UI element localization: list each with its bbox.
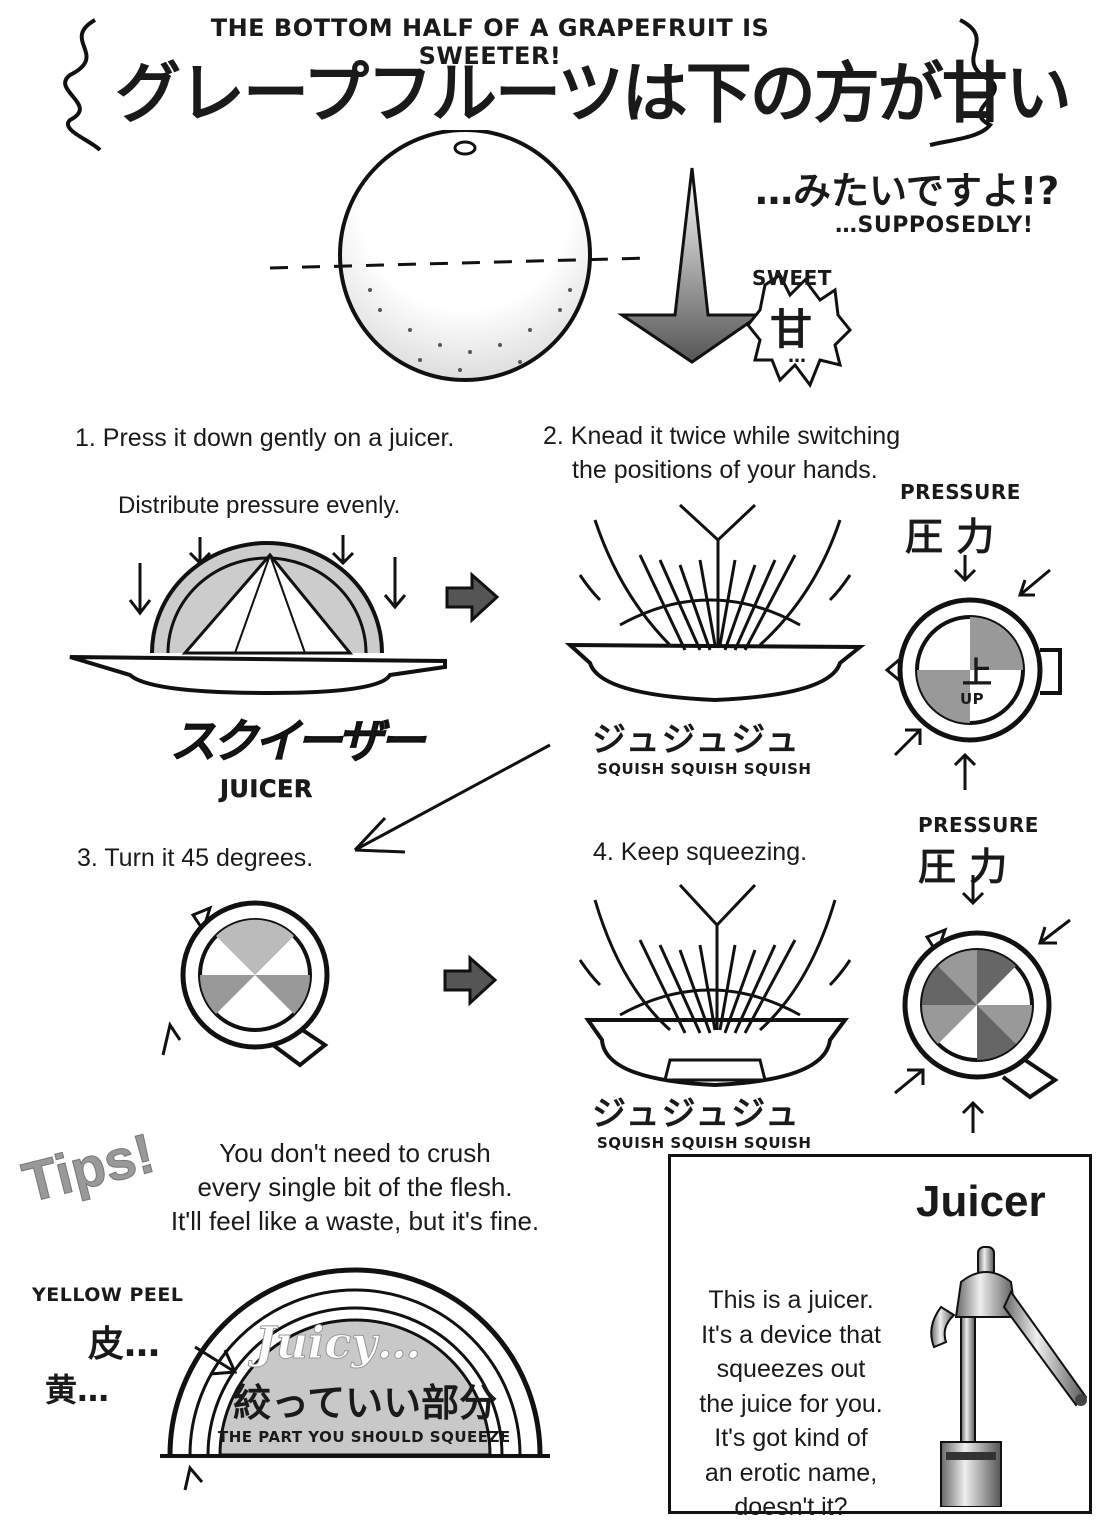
tips-text: You don't need to crush every single bit…	[130, 1136, 580, 1238]
peel-kanji: 皮…	[88, 1324, 161, 1365]
pressure-kanji-2: 圧 力	[918, 845, 1008, 889]
juicer-box-line: doesn't it?	[734, 1493, 848, 1521]
squish-japanese-1: ジュジュジュ	[592, 720, 801, 760]
english-title: THE BOTTOM HALF OF A GRAPEFRUIT IS SWEET…	[210, 14, 770, 70]
pressure-label-1: PRESSURE	[900, 480, 1021, 504]
squeeze-english: THE PART YOU SHOULD SQUEEZE	[218, 1428, 511, 1446]
juicy-label: Juicy…	[255, 1318, 422, 1370]
juicer-box-line: This is a juicer.	[708, 1286, 874, 1314]
down-arrow-icon	[617, 167, 765, 364]
juicer-box-line: an erotic name,	[704, 1458, 878, 1487]
juicer-press-illustration	[69, 535, 447, 696]
rotation-dial-1	[884, 555, 1062, 790]
sweet-dots: …	[788, 346, 806, 367]
juicer-sfx-japanese: スクイーザー	[169, 714, 425, 769]
english-aside: …SUPPOSEDLY!	[835, 213, 1034, 238]
step-3-label: 3. Turn it 45 degrees.	[77, 844, 314, 872]
sweet-kanji: 甘	[770, 305, 813, 354]
step-2-label-line2: the positions of your hands.	[572, 456, 878, 484]
juicer-sfx-english: JUICER	[220, 775, 313, 804]
pressure-label-2: PRESSURE	[918, 813, 1039, 837]
sweet-burst	[746, 272, 853, 389]
tips-line-1: You don't need to crush	[219, 1138, 491, 1168]
back-arrow-icon	[353, 743, 551, 854]
step-4-label: 4. Keep squeezing.	[593, 838, 808, 866]
next-arrow-icon-2	[443, 954, 498, 1007]
yellow-kanji: 黄…	[45, 1371, 110, 1409]
pressure-kanji-1: 圧 力	[905, 515, 995, 559]
sweet-label: SWEET	[752, 266, 832, 290]
tips-line-2: every single bit of the flesh.	[197, 1172, 513, 1202]
juicer-box-line: squeezes out	[716, 1355, 866, 1383]
next-arrow-icon	[445, 571, 500, 624]
juicer-info-box: Juicer This is a juicer. It's a device t…	[668, 1154, 1092, 1521]
title-squiggles	[63, 18, 997, 152]
japanese-title: グレープフルーツは下の方が甘い	[115, 55, 1072, 132]
tips-line-3: It'll feel like a waste, but it's fine.	[170, 1206, 540, 1236]
pressure-arrows	[128, 535, 407, 616]
rotation-dial-3	[894, 875, 1071, 1133]
step-1-label: 1. Press it down gently on a juicer.	[75, 424, 455, 452]
hands-kneading-illustration-2	[578, 883, 852, 1088]
grapefruit-cross-section	[160, 1267, 550, 1491]
juicer-press-icon	[930, 1246, 1088, 1507]
grapefruit-illustration	[269, 130, 853, 389]
up-label: UP	[960, 690, 985, 708]
juicer-box-line: the juice for you.	[699, 1389, 883, 1418]
hands-kneading-illustration-1	[564, 503, 866, 703]
squeeze-japanese: 絞っていい部分	[233, 1381, 498, 1425]
up-kanji: 上	[962, 656, 992, 691]
juicer-box-title: Juicer	[916, 1177, 1046, 1226]
step-2-label: 2. Knead it twice while switching	[543, 422, 901, 450]
rotation-dial-2	[161, 900, 330, 1068]
squish-english-2: SQUISH SQUISH SQUISH	[597, 1134, 812, 1152]
yellow-peel-label: YELLOW PEEL	[32, 1284, 184, 1306]
juicer-box-line: It's a device that	[701, 1320, 881, 1349]
squish-japanese-2: ジュジュジュ	[592, 1094, 801, 1134]
juicer-box-text: This is a juicer. It's a device that squ…	[681, 1283, 901, 1525]
step-1-note: Distribute pressure evenly.	[118, 492, 401, 519]
japanese-aside: …みたいですよ!?	[755, 169, 1060, 213]
squish-english-1: SQUISH SQUISH SQUISH	[597, 760, 812, 778]
juicer-box-line: It's got kind of	[714, 1424, 868, 1452]
grapefruit-circle	[338, 130, 592, 382]
